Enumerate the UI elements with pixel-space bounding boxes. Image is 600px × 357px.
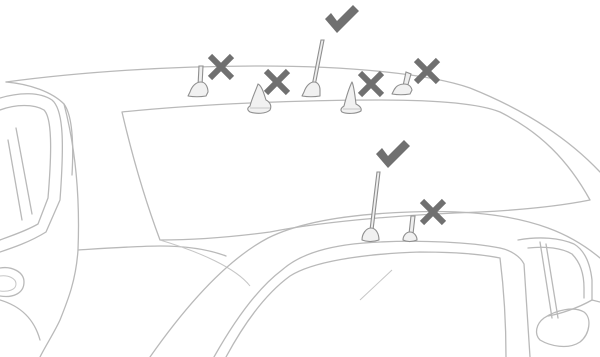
rear-car-door-handle-inner <box>0 276 16 291</box>
antenna-short-stub-back-left <box>188 66 208 97</box>
front-windshield-outline <box>226 252 506 357</box>
front-windshield-reflection <box>360 270 392 300</box>
check-mark-icon <box>325 5 359 33</box>
antenna-tall-rod-center <box>302 40 324 97</box>
antenna-shark-fin-center <box>341 82 361 113</box>
front-car-side-window-inner <box>528 247 584 298</box>
cross-mark-icon <box>360 73 382 95</box>
verdict-marks <box>210 5 444 223</box>
rear-windshield-outline <box>122 100 590 240</box>
cross-mark-icon <box>266 71 288 93</box>
antenna-tall-rod-front <box>362 172 380 242</box>
front-car-window-divider-2 <box>546 244 558 318</box>
front-car-side-window <box>518 238 592 316</box>
antenna-short-stub-front <box>403 216 417 242</box>
check-mark-icon <box>376 140 410 168</box>
antenna-short-stub-back-right <box>392 72 412 95</box>
cross-mark-icon <box>416 60 438 82</box>
rear-car-outline <box>0 66 600 357</box>
rear-car-belt-line <box>78 246 226 256</box>
rear-car-door-handle <box>0 268 24 297</box>
front-car-roof-inner <box>214 241 500 357</box>
rear-car-door-line <box>0 300 40 340</box>
front-car-side-mirror <box>537 309 589 346</box>
front-car-window-divider <box>540 242 552 318</box>
front-car-lower-right <box>592 300 600 302</box>
rear-car-roofline <box>6 66 600 172</box>
rear-car-side-window-inner <box>0 106 51 241</box>
